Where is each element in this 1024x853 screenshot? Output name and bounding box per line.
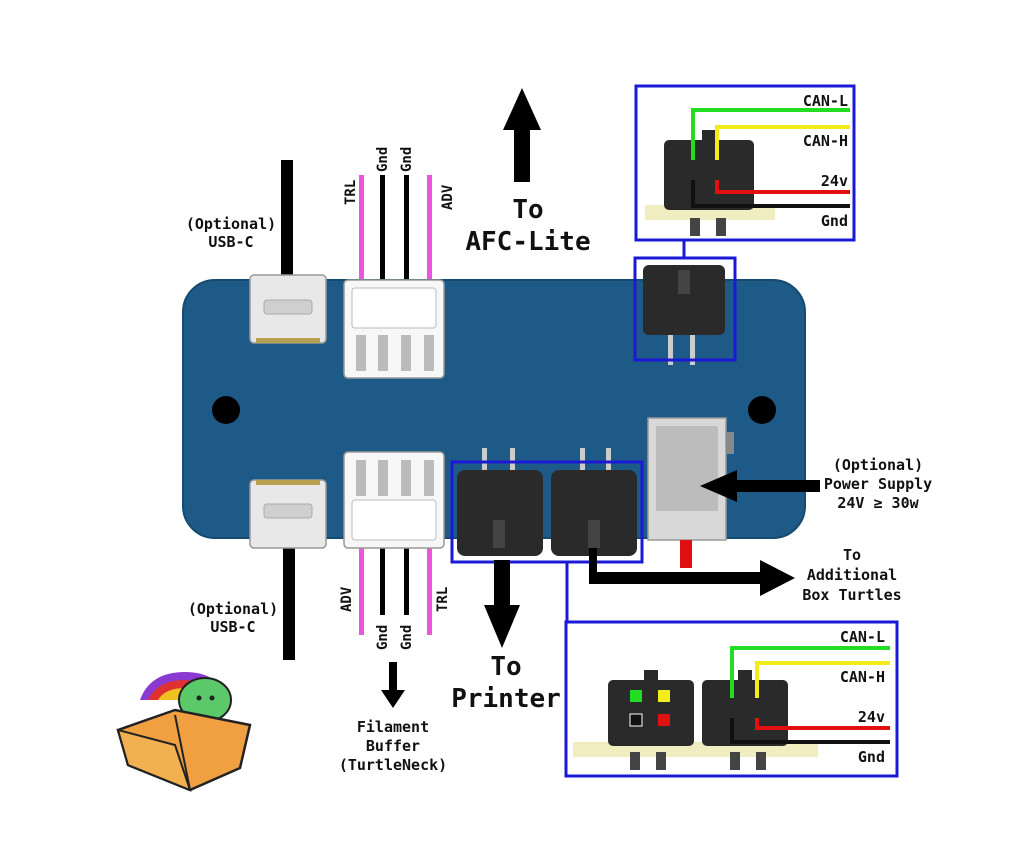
pin-label-bottom-2: Gnd bbox=[375, 625, 391, 650]
power-line1: (Optional) bbox=[833, 456, 923, 474]
top-wires bbox=[359, 175, 432, 285]
to-printer-line2: Printer bbox=[451, 684, 561, 714]
inset-top-can-l: CAN-L bbox=[803, 92, 848, 110]
usb-cable-top bbox=[281, 160, 293, 278]
usb-cable-bottom bbox=[283, 548, 295, 660]
arrow-to-printer bbox=[484, 560, 520, 648]
additional-line1: To bbox=[843, 546, 861, 564]
pin-label-top-4: ADV bbox=[440, 184, 456, 210]
jst-connector-top bbox=[343, 279, 445, 379]
pin-label-bottom-4: TRL bbox=[435, 587, 451, 612]
inset-bottom-can-l: CAN-L bbox=[840, 628, 885, 646]
can-inset-top bbox=[634, 84, 856, 242]
to-afc-line1: To bbox=[512, 195, 543, 225]
to-afc-line2: AFC-Lite bbox=[465, 227, 590, 257]
can-inset-bottom bbox=[564, 620, 899, 778]
pin-label-bottom-1: ADV bbox=[339, 586, 355, 612]
pin-label-top-2: Gnd bbox=[375, 147, 391, 172]
additional-line3: Box Turtles bbox=[802, 586, 901, 604]
additional-line2: Additional bbox=[807, 566, 897, 584]
to-printer-line1: To bbox=[490, 652, 521, 682]
filament-line1: Filament bbox=[357, 718, 429, 736]
inset-top-24v: 24v bbox=[821, 172, 848, 190]
jst-connector-bottom bbox=[343, 451, 445, 549]
arrow-filament bbox=[381, 662, 405, 708]
usb-top-label-line1: (Optional) bbox=[186, 215, 276, 233]
can-connector-board-top bbox=[633, 256, 737, 365]
inset-bottom-gnd: Gnd bbox=[858, 748, 885, 766]
arrow-power bbox=[700, 470, 820, 502]
usb-top-label-line2: USB-C bbox=[208, 233, 253, 251]
usb-bottom-label-line2: USB-C bbox=[210, 618, 255, 636]
mount-hole-right bbox=[748, 396, 776, 424]
pin-label-top-1: TRL bbox=[343, 180, 359, 205]
mount-hole-left bbox=[212, 396, 240, 424]
inset-bottom-can-h: CAN-H bbox=[840, 668, 885, 686]
arrow-to-afc bbox=[503, 88, 541, 182]
filament-line2: Buffer bbox=[366, 737, 420, 755]
usb-top-label: (Optional) USB-C bbox=[186, 215, 276, 251]
arrow-additional bbox=[589, 548, 795, 596]
pin-label-bottom-3: Gnd bbox=[399, 625, 415, 650]
inset-top-gnd: Gnd bbox=[821, 212, 848, 230]
bottom-wires bbox=[359, 545, 432, 635]
power-line2: Power Supply bbox=[824, 475, 932, 493]
power-line3: 24V ≥ 30w bbox=[837, 494, 919, 512]
turtle-in-box-logo bbox=[116, 672, 252, 792]
usb-c-connector-bottom bbox=[249, 479, 327, 549]
can-connectors-board-bottom bbox=[450, 448, 644, 564]
power-jack bbox=[647, 417, 734, 568]
usb-bottom-label-line1: (Optional) bbox=[188, 600, 278, 618]
usb-bottom-label: (Optional) USB-C bbox=[188, 600, 278, 636]
pin-label-top-3: Gnd bbox=[399, 147, 415, 172]
inset-bottom-24v: 24v bbox=[858, 708, 885, 726]
filament-line3: (TurtleNeck) bbox=[339, 756, 447, 774]
inset-top-can-h: CAN-H bbox=[803, 132, 848, 150]
usb-c-connector-top bbox=[249, 274, 327, 344]
